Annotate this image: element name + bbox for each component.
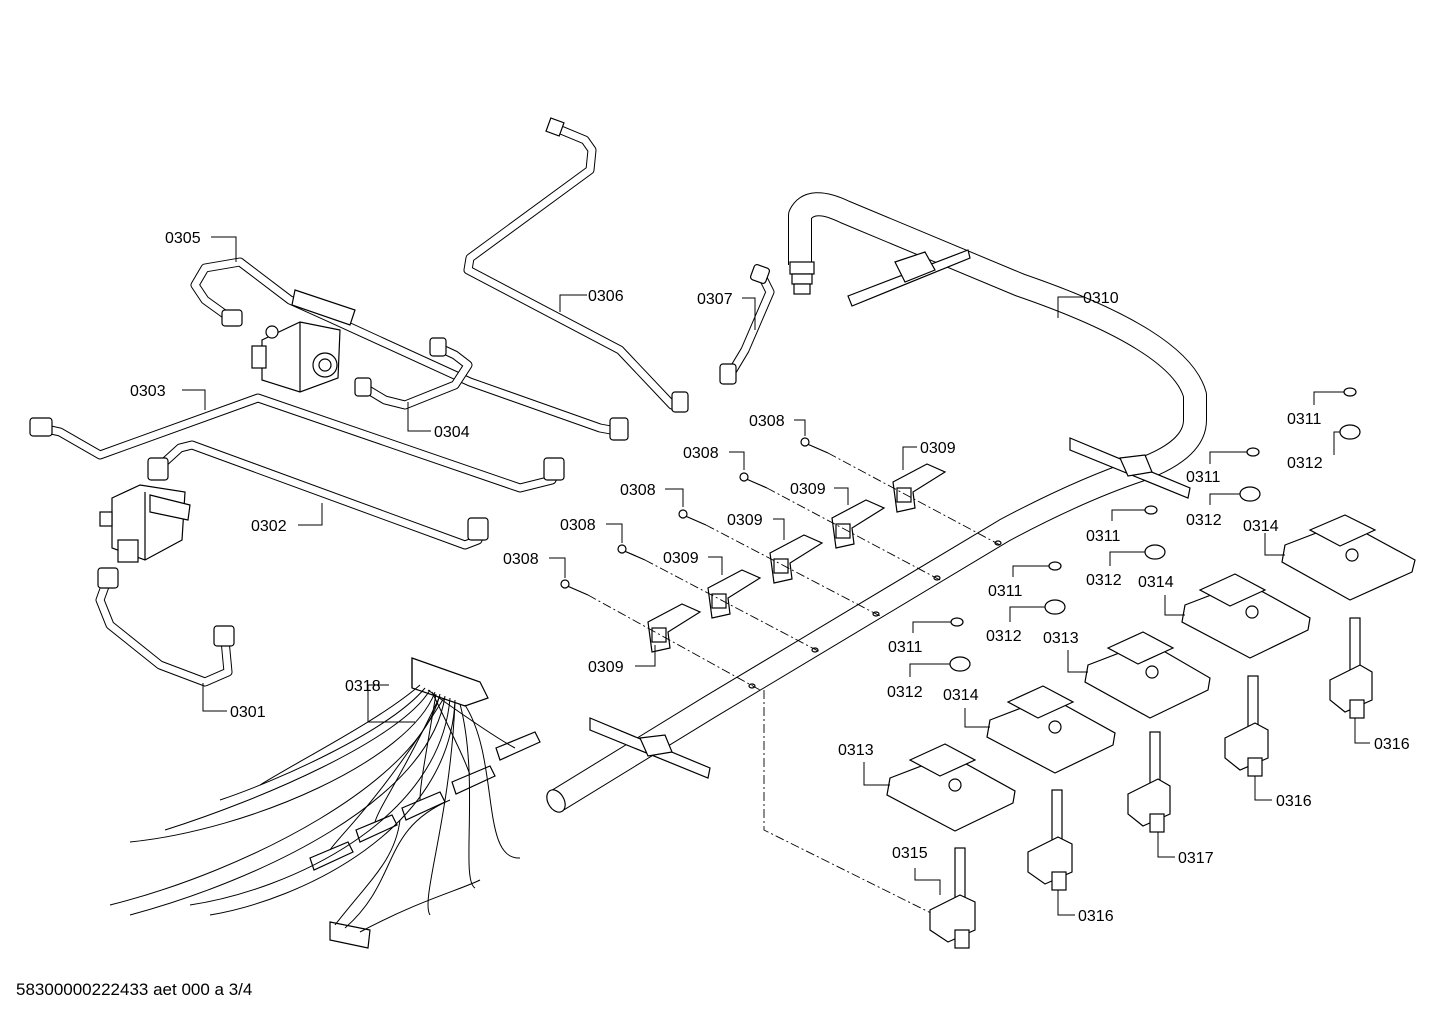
- label-0304: 0304: [434, 424, 470, 441]
- label-0305: 0305: [165, 230, 201, 247]
- washers: [949, 387, 1361, 672]
- drawing-reference: 58300000222433 aet 000 a 3/4: [16, 980, 253, 999]
- label-0308-b: 0308: [560, 517, 596, 534]
- label-0311-d: 0311: [988, 583, 1023, 600]
- label-0312-a: 0312: [1287, 455, 1323, 472]
- label-0306: 0306: [588, 288, 624, 305]
- label-0313-a: 0313: [1043, 630, 1079, 647]
- label-0316-c: 0316: [1078, 908, 1114, 925]
- gas-pipe-0307: [719, 263, 775, 385]
- label-0308-c: 0308: [620, 482, 656, 499]
- gas-pipe-0301: [95, 567, 235, 687]
- label-0314-c: 0314: [943, 687, 979, 704]
- label-0314-a: 0314: [1243, 518, 1279, 535]
- label-0301: 0301: [230, 704, 266, 721]
- label-0309-b: 0309: [663, 550, 699, 567]
- label-0303: 0303: [130, 383, 166, 400]
- label-0316-b: 0316: [1276, 793, 1312, 810]
- label-0317: 0317: [1178, 850, 1214, 867]
- label-0312-e: 0312: [887, 684, 923, 701]
- label-0313-b: 0313: [838, 742, 874, 759]
- label-0310: 0310: [1083, 290, 1119, 307]
- label-0311-c: 0311: [1086, 528, 1121, 545]
- gas-pipe-0304: [354, 337, 473, 410]
- label-0308-e: 0308: [749, 413, 785, 430]
- label-0311-a: 0311: [1287, 411, 1322, 428]
- label-0314-b: 0314: [1138, 574, 1174, 591]
- part-number-labels: 0305 0306 0307 0310 0303 0304 0302 0301 …: [130, 230, 1410, 925]
- label-0302: 0302: [251, 518, 287, 535]
- label-0309-a: 0309: [588, 659, 624, 676]
- assembly-lines: [587, 452, 1001, 926]
- label-0309-d: 0309: [790, 481, 826, 498]
- label-0309-c: 0309: [727, 512, 763, 529]
- screws-0308: [560, 437, 829, 596]
- label-0312-d: 0312: [986, 628, 1022, 645]
- label-0311-b: 0311: [1186, 469, 1221, 486]
- label-0307: 0307: [697, 291, 733, 308]
- gas-pipe-0305: [190, 257, 629, 441]
- label-0309-e: 0309: [920, 440, 956, 457]
- gas-taps: [929, 617, 1373, 949]
- label-0311-e: 0311: [888, 639, 923, 656]
- gas-manifold-tube: [546, 192, 1207, 813]
- wiring-harness: [109, 657, 541, 949]
- label-0315: 0315: [892, 845, 928, 862]
- clips-0309: [647, 463, 947, 653]
- label-0308-d: 0308: [683, 445, 719, 462]
- ignition-modules: [886, 514, 1416, 832]
- label-0308-a: 0308: [503, 551, 539, 568]
- label-0312-c: 0312: [1086, 572, 1122, 589]
- label-0312-b: 0312: [1186, 512, 1222, 529]
- label-0318: 0318: [345, 678, 381, 695]
- label-0316-a: 0316: [1374, 736, 1410, 753]
- gas-pipe-0303: [29, 393, 565, 493]
- gas-pipe-0302: [99, 440, 489, 563]
- gas-pipe-0306: [463, 117, 689, 413]
- leader-lines: [182, 236, 1370, 916]
